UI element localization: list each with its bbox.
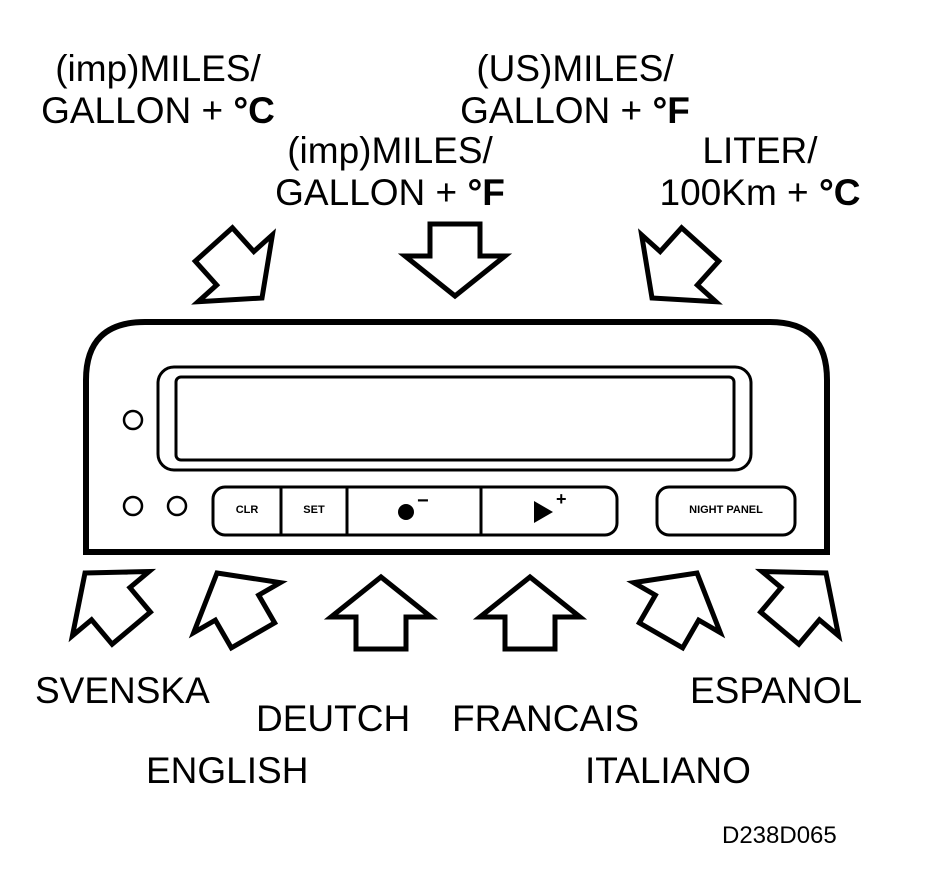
label-english: ENGLISH <box>146 750 309 791</box>
label-italiano: ITALIANO <box>585 750 751 791</box>
label-francais: FRANCAIS <box>452 698 640 739</box>
label-espanol: ESPANOL <box>690 670 863 711</box>
label-svenska: SVENSKA <box>35 670 210 711</box>
set-button[interactable]: SET <box>303 504 325 516</box>
label-imp-mpg-f: (imp)MILES/ GALLON + °F <box>275 130 505 213</box>
clr-button[interactable]: CLR <box>235 504 259 516</box>
display-screen <box>174 375 736 462</box>
minus-sign: − <box>417 490 429 512</box>
trip-computer-unit <box>83 319 830 555</box>
arrow-imp-mpg-c <box>177 211 299 331</box>
dot-icon <box>398 504 414 520</box>
figure-code: D238D065 <box>722 822 837 849</box>
arrow-imp-mpg-f <box>405 224 505 296</box>
label-us-mpg-f: (US)MILES/ GALLON + °F <box>460 48 690 131</box>
arrow-svenska <box>47 541 170 660</box>
label-liter-c: LITER/ 100Km + °C <box>659 130 861 213</box>
plus-button[interactable]: + <box>481 489 617 535</box>
night-panel-button[interactable]: NIGHT PANEL <box>689 504 763 516</box>
arrow-italiano <box>618 548 741 660</box>
night-panel-button-frame <box>655 485 797 537</box>
play-triangle-icon <box>534 501 553 523</box>
arrow-francais <box>480 577 580 649</box>
button-bar <box>211 485 619 537</box>
plus-sign: + <box>556 489 567 509</box>
indicator-light-top <box>122 409 144 431</box>
arrow-deutch <box>331 577 431 649</box>
arrow-liter-c <box>615 211 737 331</box>
minus-button[interactable]: − <box>347 489 481 535</box>
arrow-english <box>174 548 297 660</box>
indicator-light-right <box>166 495 188 517</box>
label-imp-mpg-c: (imp)MILES/ GALLON + °C <box>41 48 275 131</box>
arrow-espanol <box>741 541 864 660</box>
label-deutch: DEUTCH <box>256 698 411 739</box>
indicator-light-left <box>122 495 144 517</box>
